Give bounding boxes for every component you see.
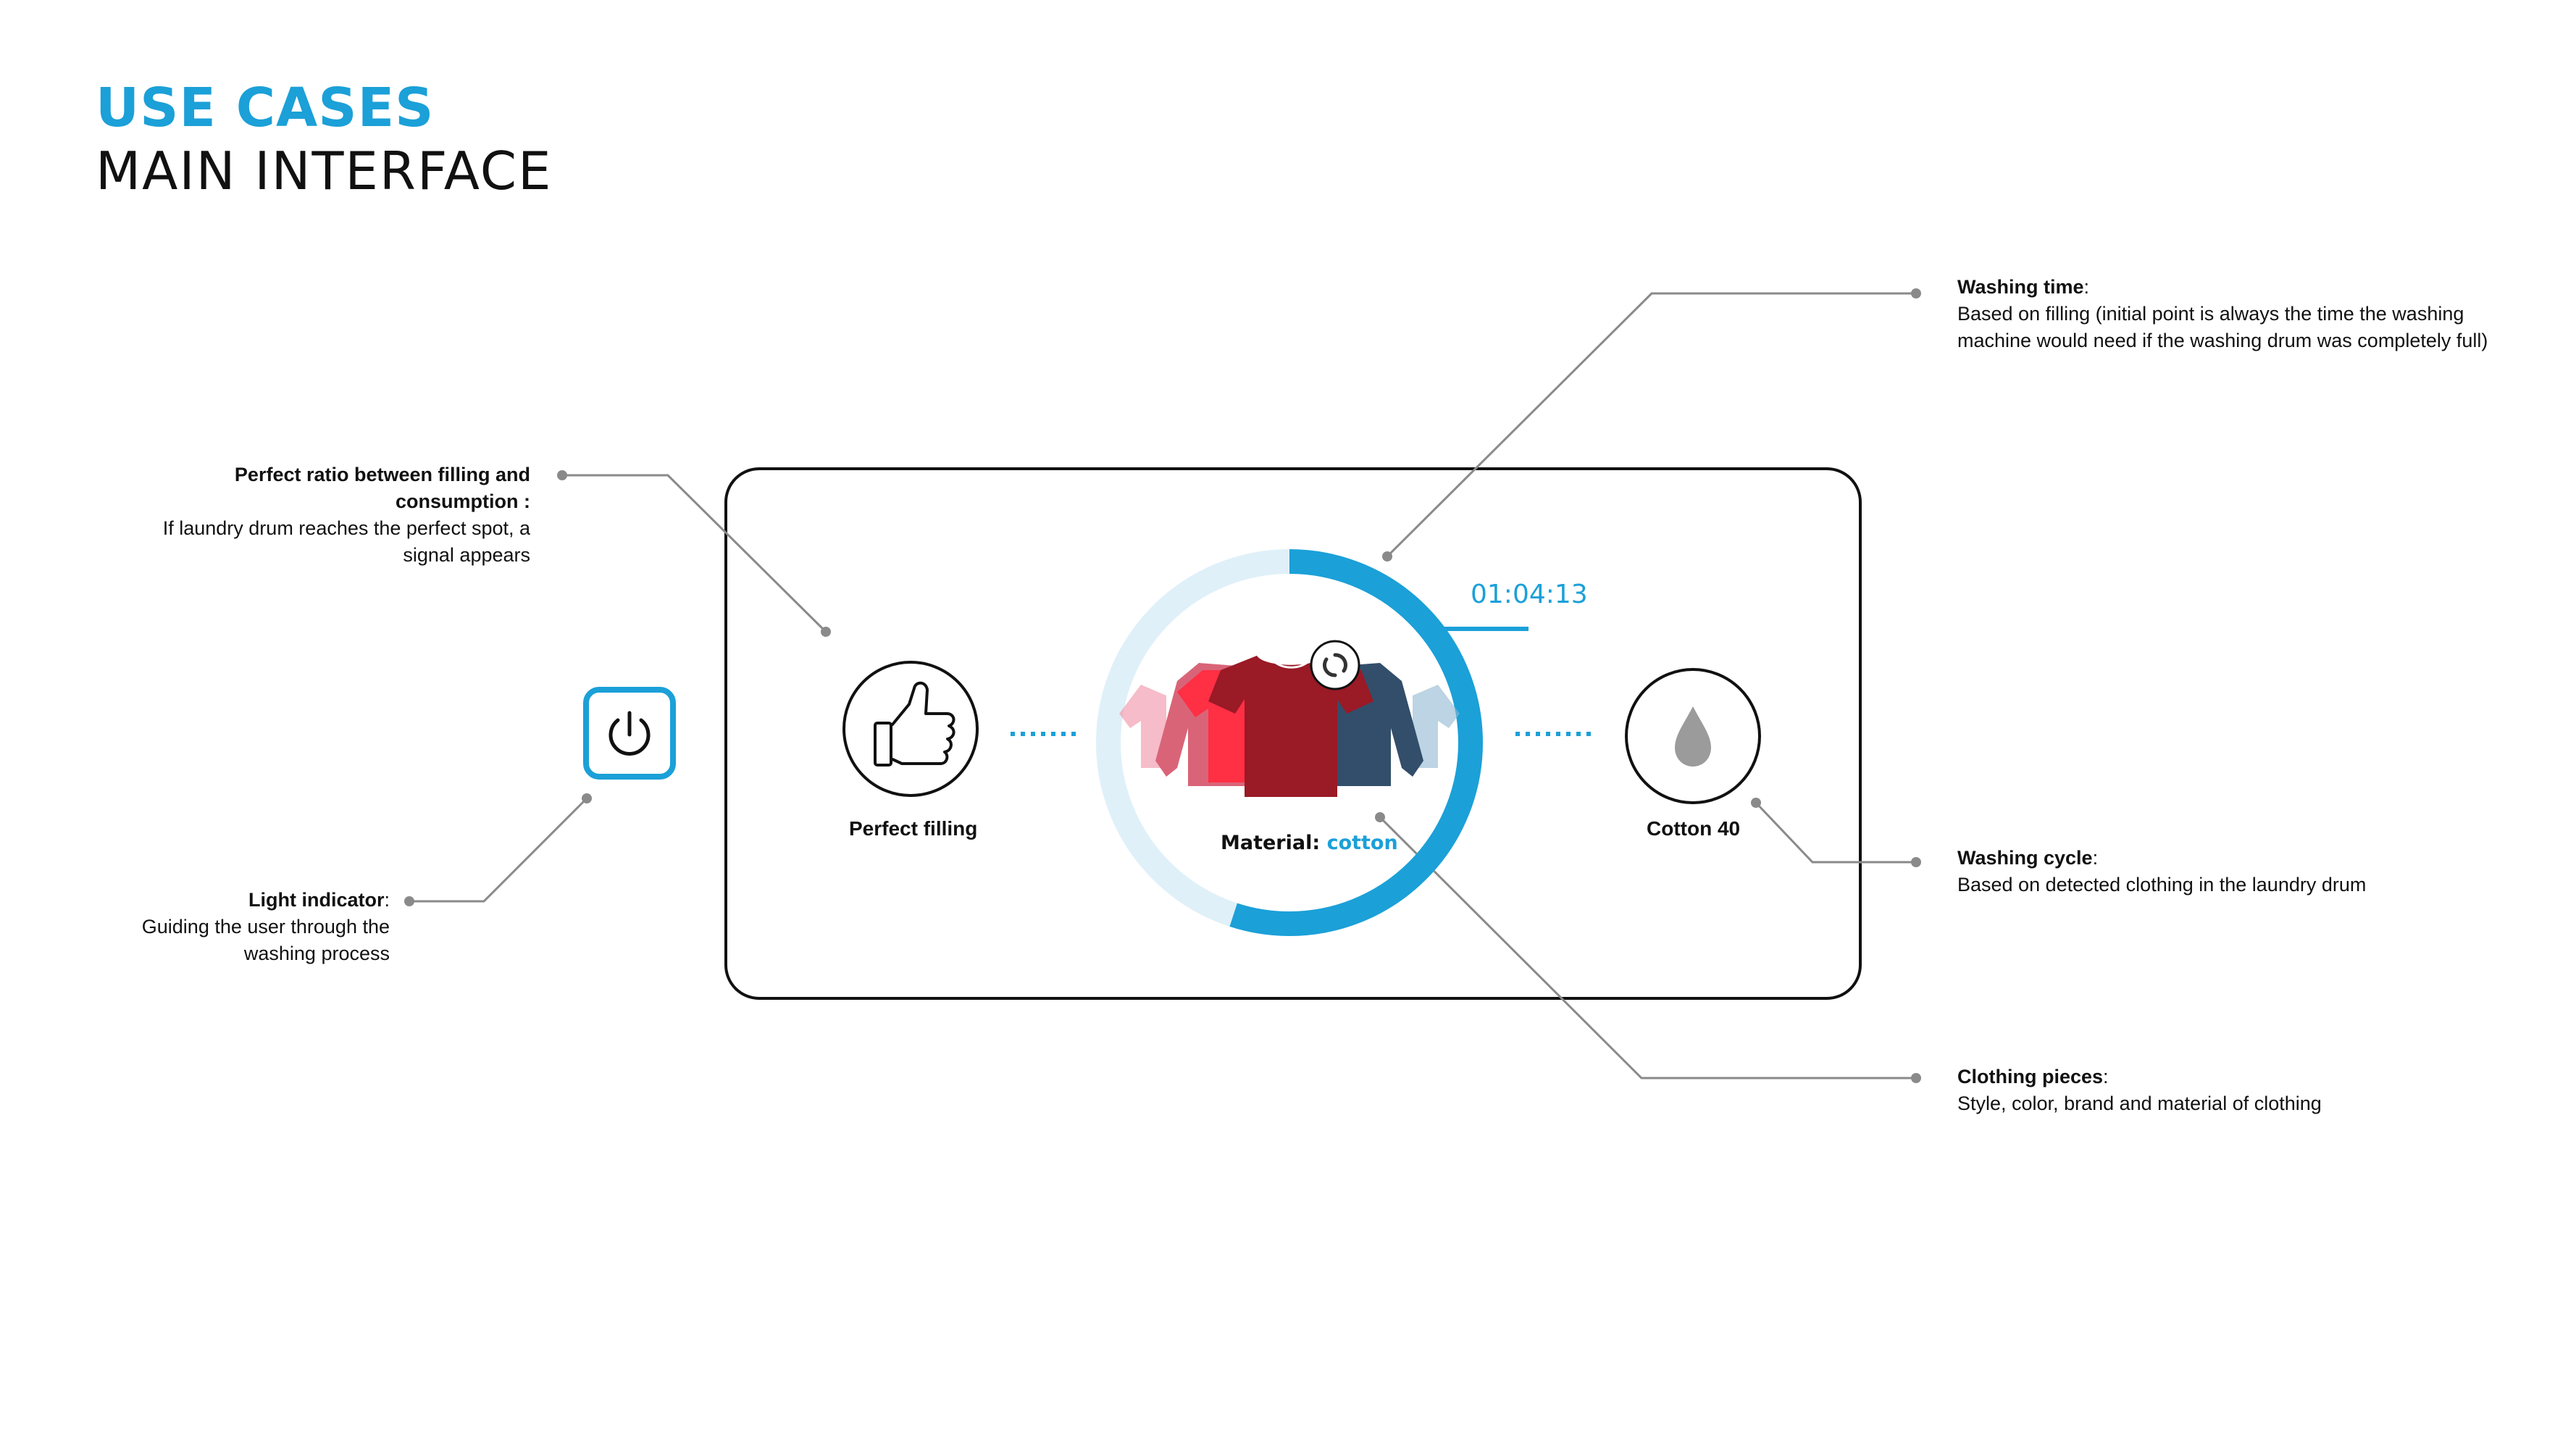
dot	[582, 793, 592, 803]
dot	[1751, 798, 1761, 808]
annotation-clothing-pieces: Clothing pieces: Style, color, brand and…	[1957, 1066, 2322, 1114]
annotation-title: Washing time	[1957, 276, 2084, 298]
annotation-body: Guiding the user through the washing pro…	[141, 916, 390, 964]
perfect-filling-label: Perfect filling	[849, 817, 978, 840]
connector-lines	[409, 292, 1916, 1080]
annotation-body: If laundry drum reaches the perfect spot…	[162, 517, 530, 566]
annotation-body: Based on detected clothing in the laundr…	[1957, 874, 2367, 895]
perfect-filling-circle	[842, 661, 979, 797]
shirt-maroon	[1208, 656, 1373, 797]
power-icon	[609, 711, 651, 756]
shirt-light-blue	[1413, 685, 1460, 768]
progress-ring-fill	[1096, 549, 1483, 936]
connector-washing-time	[1386, 292, 1916, 558]
heading-main-interface: MAIN INTERFACE	[96, 141, 553, 201]
annotation-body: Based on filling (initial point is alway…	[1957, 303, 2488, 351]
water-drop-icon	[1675, 706, 1711, 767]
material-value: cotton	[1326, 832, 1398, 854]
power-button[interactable]	[583, 687, 676, 780]
annotation-title: Washing cycle	[1957, 847, 2093, 869]
dot	[1911, 288, 1921, 298]
dot	[1375, 812, 1385, 822]
clothing-illustration	[1119, 640, 1460, 797]
connector-washing-cycle	[1755, 801, 1916, 864]
interface-panel	[724, 467, 1862, 1000]
thumbs-up-icon	[874, 681, 955, 767]
connector-perfect-ratio	[562, 474, 827, 633]
timer-readout: 01:04:13	[1471, 580, 1588, 609]
connector-light-indicator	[409, 797, 588, 903]
cotton-40-label: Cotton 40	[1647, 817, 1741, 840]
annotation-light-indicator: Light indicator: Guiding the user throug…	[141, 889, 390, 964]
shirt-pink	[1119, 685, 1166, 768]
material-readout: Material: cotton	[1221, 832, 1398, 854]
annotation-perfect-ratio: Perfect ratio between filling and consum…	[139, 462, 530, 569]
dot	[1911, 1073, 1921, 1083]
dot	[821, 627, 831, 637]
dot	[557, 470, 567, 480]
dot	[1382, 551, 1392, 561]
annotation-washing-cycle: Washing cycle: Based on detected clothin…	[1957, 847, 2367, 895]
refresh-badge	[1310, 640, 1360, 690]
connector-clothing-pieces	[1379, 816, 1916, 1080]
annotation-title: Light indicator	[248, 889, 385, 911]
annotation-title: Perfect ratio between filling and consum…	[234, 464, 530, 512]
connector-dots	[404, 288, 1921, 1083]
material-label: Material	[1221, 832, 1313, 854]
annotation-body: Style, color, brand and material of clot…	[1957, 1093, 2322, 1114]
annotation-washing-time: Washing time: Based on filling (initial …	[1957, 276, 2488, 351]
dot	[1911, 857, 1921, 867]
refresh-icon	[1323, 653, 1347, 677]
annotation-title: Clothing pieces	[1957, 1066, 2104, 1087]
dot	[404, 896, 414, 906]
heading-use-cases: USE CASES	[96, 77, 435, 139]
